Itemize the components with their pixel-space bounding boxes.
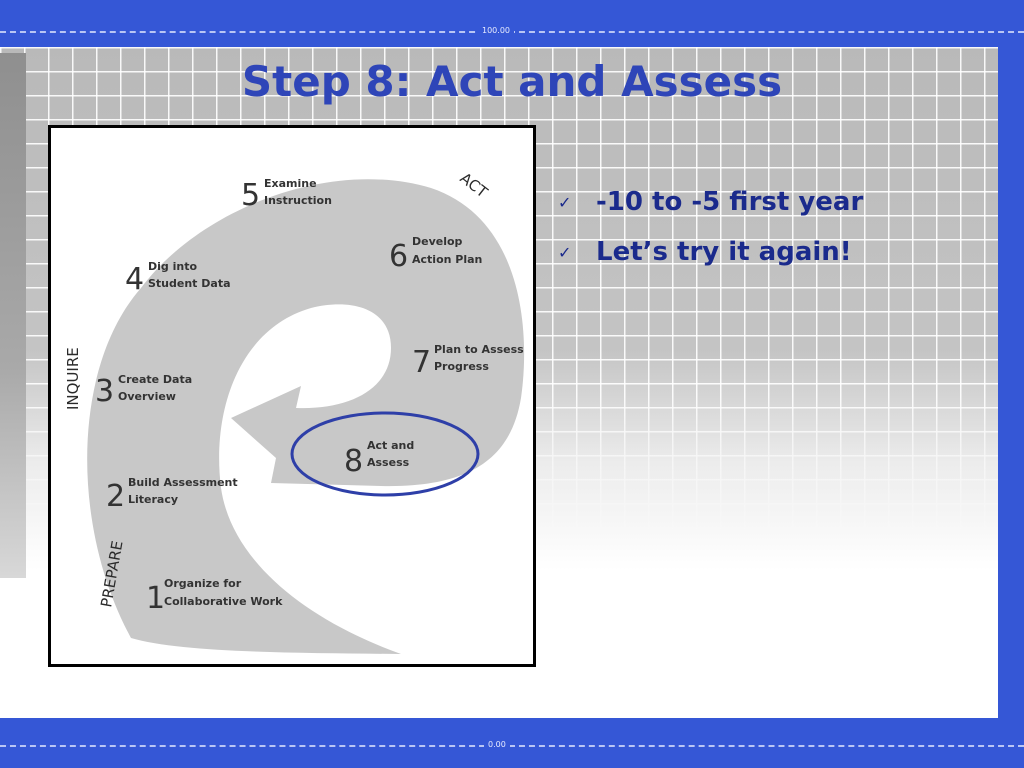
step-7-label-line1: Plan to Assess: [434, 343, 524, 356]
step-4-number: 4: [125, 262, 144, 297]
step-8-number: 8: [344, 444, 363, 479]
left-accent-bar: [0, 53, 26, 578]
spiral-band: [87, 179, 525, 654]
step-6-label-line1: Develop: [412, 235, 463, 248]
bullet-text: -10 to -5 first year: [596, 187, 864, 217]
step-1-label-line1: Organize for: [164, 577, 242, 590]
phase-label-inquire: INQUIRE: [64, 347, 82, 410]
right-band: [998, 47, 1024, 718]
step-3-number: 3: [95, 374, 114, 409]
bottom-dashed-guide: [0, 745, 1024, 747]
step-8-highlight-ellipse: [290, 411, 480, 497]
step-2-number: 2: [106, 479, 125, 514]
cycle-diagram: PREPARE INQUIRE ACT 1 Organize for Colla…: [48, 125, 536, 667]
step-5-number: 5: [241, 178, 260, 213]
step-1-label-line2: Collaborative Work: [164, 595, 283, 608]
step-5-label-line1: Examine: [264, 177, 317, 190]
step-6-number: 6: [389, 239, 408, 274]
bullet-item: ✓ -10 to -5 first year: [558, 187, 863, 237]
slide-title: Step 8: Act and Assess: [241, 57, 783, 106]
step-6-label-line2: Action Plan: [412, 253, 482, 266]
step-8-label-line1: Act and: [367, 439, 414, 452]
step-4-label-line2: Student Data: [148, 277, 231, 290]
slide: Step 8: Act and Assess PREPARE INQUIRE A…: [0, 47, 998, 718]
step-3-label-line2: Overview: [118, 390, 176, 403]
top-band: 100.00: [0, 0, 1024, 47]
bottom-band: 0.00: [0, 718, 1024, 768]
step-4-label-line1: Dig into: [148, 260, 197, 273]
step-7-number: 7: [412, 345, 431, 380]
spiral-diagram: PREPARE INQUIRE ACT 1 Organize for Colla…: [64, 169, 525, 654]
check-icon: ✓: [558, 193, 572, 212]
bullet-list: ✓ -10 to -5 first year ✓ Let’s try it ag…: [558, 187, 863, 287]
step-1-number: 1: [146, 581, 165, 616]
bottom-marker-label: 0.00: [484, 740, 510, 749]
phase-label-act: ACT: [457, 169, 492, 202]
bullet-text: Let’s try it again!: [596, 237, 852, 267]
step-7-label-line2: Progress: [434, 360, 489, 373]
step-5-label-line2: Instruction: [264, 194, 332, 207]
step-2-label-line1: Build Assessment: [128, 476, 238, 489]
step-8-label-line2: Assess: [367, 456, 410, 469]
step-3-label-line1: Create Data: [118, 373, 192, 386]
step-2-label-line2: Literacy: [128, 493, 178, 506]
bullet-item: ✓ Let’s try it again!: [558, 237, 863, 287]
top-marker-label: 100.00: [478, 26, 514, 35]
check-icon: ✓: [558, 243, 572, 262]
